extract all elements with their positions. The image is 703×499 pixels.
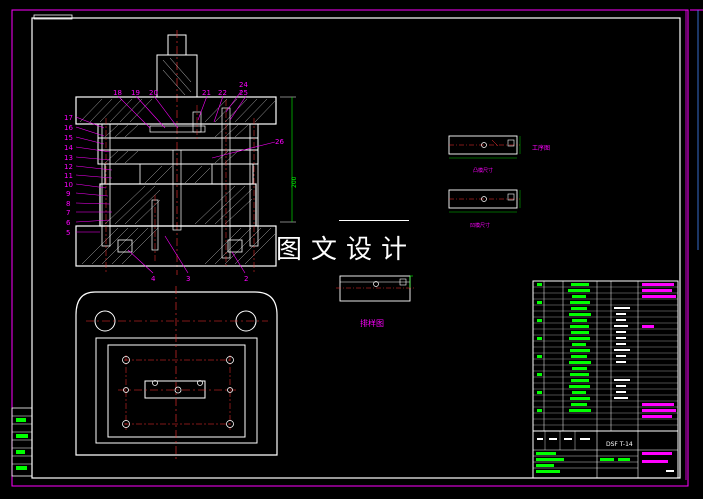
- workpiece-view: [448, 135, 521, 159]
- watermark-text: 图文设计: [276, 235, 417, 265]
- callouts-top: 18 19 20 21 22 24 25 26: [113, 81, 284, 146]
- callout-24: 24: [239, 81, 248, 89]
- title-block: DSF T-14: [532, 430, 679, 479]
- callout-16: 16: [64, 124, 73, 132]
- callout-21: 21: [202, 89, 211, 97]
- sheet-border: [11, 9, 703, 487]
- callout-15: 15: [64, 134, 73, 142]
- callout-8: 8: [66, 200, 70, 208]
- callout-6: 6: [66, 219, 71, 227]
- callout-leaders: [75, 89, 276, 274]
- callout-10: 10: [64, 181, 73, 189]
- callout-26: 26: [275, 138, 284, 146]
- callout-5: 5: [66, 229, 70, 237]
- strip-layout-label: 排样图: [360, 318, 384, 328]
- drawing-number: DSF T-14: [606, 441, 633, 448]
- parts-list: [532, 280, 679, 432]
- die-dimension-view: [448, 189, 521, 213]
- callouts-bottom: 4 3 2: [151, 275, 248, 283]
- die-assembly-section: [75, 30, 296, 275]
- workpiece-view-label: 工序图: [532, 144, 550, 152]
- callout-20: 20: [149, 89, 158, 97]
- callout-9: 9: [66, 190, 70, 198]
- callout-4: 4: [151, 275, 156, 283]
- overall-height-dim: 200: [291, 176, 298, 188]
- watermark-underline: [339, 220, 409, 221]
- callout-13: 13: [64, 154, 73, 162]
- strip-layout-view: [336, 275, 416, 302]
- callout-25: 25: [239, 89, 248, 97]
- callout-22: 22: [218, 89, 227, 97]
- right-edge-strip: [685, 10, 699, 480]
- callout-18: 18: [113, 89, 122, 97]
- callout-14: 14: [64, 144, 73, 152]
- callout-17: 17: [64, 114, 73, 122]
- callout-11: 11: [64, 172, 73, 180]
- callouts-left: 17 16 15 14 13 12 11 10 9 8 7 6 5: [64, 114, 73, 237]
- callout-7: 7: [66, 209, 70, 217]
- punch-dimension-label: 凸模尺寸: [473, 167, 493, 174]
- callout-12: 12: [64, 163, 73, 171]
- callout-19: 19: [131, 89, 140, 97]
- callout-2: 2: [244, 275, 248, 283]
- die-plan-view: [75, 286, 278, 462]
- die-dimension-label: 凹模尺寸: [470, 222, 490, 229]
- callout-3: 3: [186, 275, 190, 283]
- revision-block: [11, 407, 33, 477]
